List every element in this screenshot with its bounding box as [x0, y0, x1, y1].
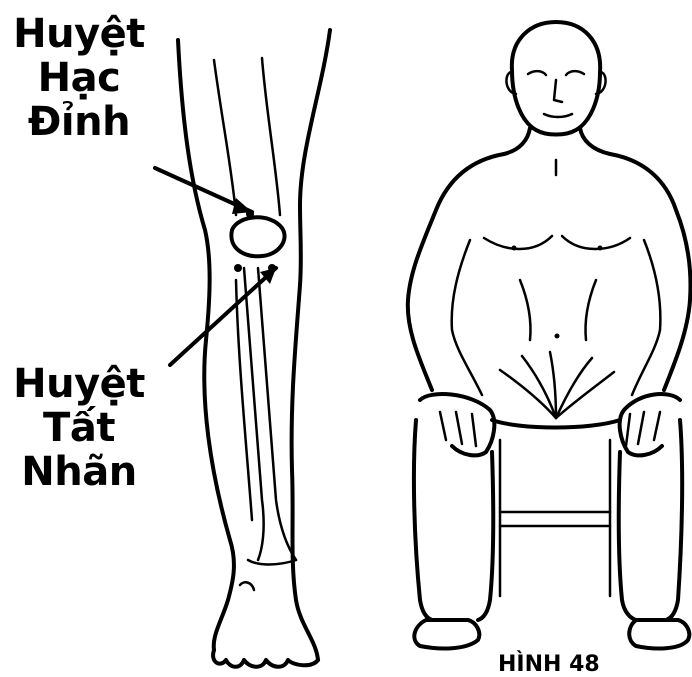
label-huyet-hac-dinh: Huyệt Hạc Đỉnh — [4, 14, 154, 146]
label-tat-line-2: Tất — [4, 408, 154, 448]
label-hac-line-3: Đỉnh — [4, 102, 154, 142]
label-hac-line-2: Hạc — [4, 58, 154, 98]
label-tat-line-3: Nhãn — [4, 452, 154, 492]
seated-figure — [408, 22, 691, 648]
leg-drawing — [155, 30, 330, 667]
label-hac-line-1: Huyệt — [4, 14, 154, 54]
figure-caption: HÌNH 48 — [498, 652, 600, 677]
label-huyet-tat-nhan: Huyệt Tất Nhãn — [4, 364, 154, 496]
label-tat-line-1: Huyệt — [4, 364, 154, 404]
